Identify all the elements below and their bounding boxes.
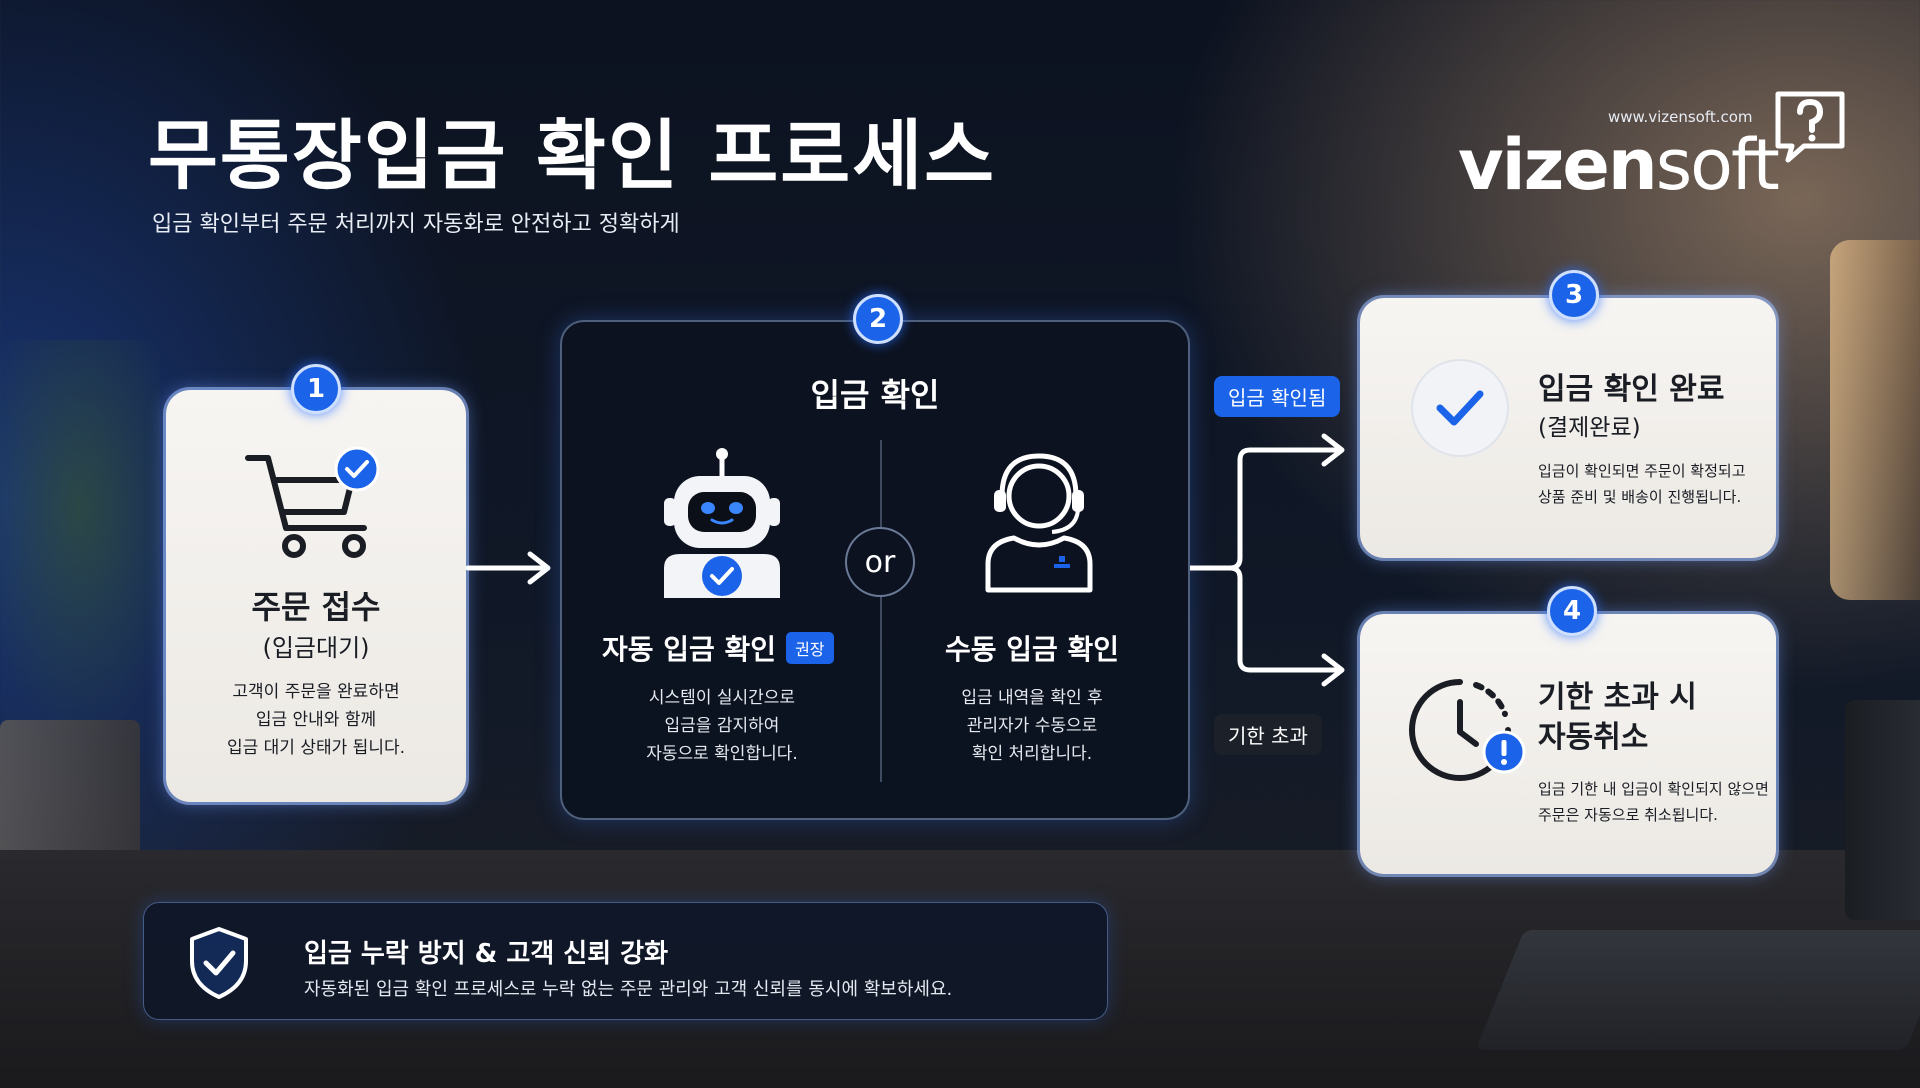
page-subtitle: 입금 확인부터 주문 처리까지 자동화로 안전하고 정확하게 [152, 212, 680, 237]
page-title: 무통장입금 확인 프로세스 [148, 111, 997, 200]
auto-line-3: 자동으로 확인합니다. [646, 744, 798, 764]
tag-expired: 기한 초과 [1214, 714, 1322, 755]
background-lamp [1830, 240, 1920, 600]
bottom-banner: 입금 누락 방지 & 고객 신뢰 강화 자동화된 입금 확인 프로세스로 누락 … [143, 902, 1108, 1020]
step3-line-2: 상품 준비 및 배송이 진행됩니다. [1538, 488, 1742, 506]
step4-line-1: 입금 기한 내 입금이 확인되지 않으면 [1538, 780, 1769, 798]
background-plant [0, 340, 160, 760]
manual-line-1: 입금 내역을 확인 후 [961, 688, 1103, 708]
step1-number-badge: 1 [291, 364, 341, 414]
background-mug [1845, 700, 1920, 920]
logo-url: www.vizensoft.com [1608, 108, 1753, 126]
step4-line-2: 주문은 자동으로 취소됩니다. [1538, 806, 1718, 824]
step3-card: 입금 확인 완료 (결제완료) 입금이 확인되면 주문이 확정되고 상품 준비 … [1360, 298, 1776, 558]
manual-confirm-desc: 입금 내역을 확인 후 관리자가 수동으로 확인 처리합니다. [902, 684, 1162, 768]
check-icon [334, 446, 380, 492]
brand-logo: www.vizensoft.com vizensoft [1458, 91, 1858, 206]
step4-title: 기한 초과 시 자동취소 [1538, 678, 1697, 758]
recommended-tag: 권장 [786, 632, 834, 664]
step2-card: 입금 확인 or 자동 입금 확인 권장 시스템이 실시간으로 입금을 감지하여… [560, 320, 1190, 820]
cart-icon [245, 455, 367, 558]
logo-wordmark: vizensoft [1458, 124, 1780, 206]
logo-brand-b: soft [1655, 124, 1780, 206]
step4-title-line-2: 자동취소 [1538, 720, 1649, 755]
step4-card: 기한 초과 시 자동취소 입금 기한 내 입금이 확인되지 않으면 주문은 자동… [1360, 614, 1776, 874]
bottom-title: 입금 누락 방지 & 고객 신뢰 강화 [304, 939, 669, 969]
or-label: or [864, 544, 896, 580]
bottom-desc: 자동화된 입금 확인 프로세스로 누락 없는 주문 관리와 고객 신뢰를 동시에… [304, 979, 953, 1000]
step1-line-3: 입금 대기 상태가 됩니다. [226, 738, 405, 758]
auto-confirm-title-row: 자동 입금 확인 권장 [602, 628, 862, 668]
step3-title: 입금 확인 완료 [1538, 372, 1725, 407]
step1-card: 주문 접수 (입금대기) 고객이 주문을 완료하면 입금 안내와 함께 입금 대… [166, 390, 466, 802]
background-notebook [1475, 930, 1920, 1050]
shield-icon [190, 927, 248, 999]
auto-line-1: 시스템이 실시간으로 [648, 688, 796, 708]
auto-line-2: 입금을 감지하여 [664, 716, 780, 736]
manual-line-3: 확인 처리합니다. [971, 744, 1093, 764]
step4-desc: 입금 기한 내 입금이 확인되지 않으면 주문은 자동으로 취소됩니다. [1538, 776, 1769, 828]
step1-line-2: 입금 안내와 함께 [255, 710, 377, 730]
robot-icon [664, 448, 780, 598]
manual-line-2: 관리자가 수동으로 [966, 716, 1098, 736]
step4-number-badge: 4 [1547, 586, 1597, 636]
step2-title: 입금 확인 [810, 376, 940, 414]
step1-subtitle: (입금대기) [262, 634, 370, 662]
step4-title-line-1: 기한 초과 시 [1538, 680, 1697, 715]
branch-arrows [1190, 433, 1345, 687]
step2-number-badge: 2 [853, 294, 903, 344]
operator-icon [985, 453, 1093, 593]
auto-confirm-title: 자동 입금 확인 [602, 633, 777, 666]
step3-number-badge: 3 [1549, 270, 1599, 320]
auto-confirm-desc: 시스템이 실시간으로 입금을 감지하여 자동으로 확인합니다. [592, 684, 852, 768]
step3-line-1: 입금이 확인되면 주문이 확정되고 [1538, 462, 1746, 480]
or-circle: or [845, 527, 915, 597]
step1-title: 주문 접수 [251, 588, 381, 626]
alert-icon [1482, 730, 1526, 774]
step3-subtitle: (결제완료) [1538, 415, 1641, 441]
tag-confirmed: 입금 확인됨 [1214, 376, 1341, 417]
step1-line-1: 고객이 주문을 완료하면 [232, 682, 400, 702]
chat-bubble-icon [1775, 91, 1845, 163]
arrow-step1-to-step2 [466, 551, 551, 585]
step3-desc: 입금이 확인되면 주문이 확정되고 상품 준비 및 배송이 진행됩니다. [1538, 458, 1746, 510]
step2-divider [880, 440, 882, 782]
check-circle-icon [1411, 359, 1509, 457]
manual-confirm-title: 수동 입금 확인 [944, 633, 1120, 666]
logo-brand-a: vizen [1458, 124, 1658, 206]
